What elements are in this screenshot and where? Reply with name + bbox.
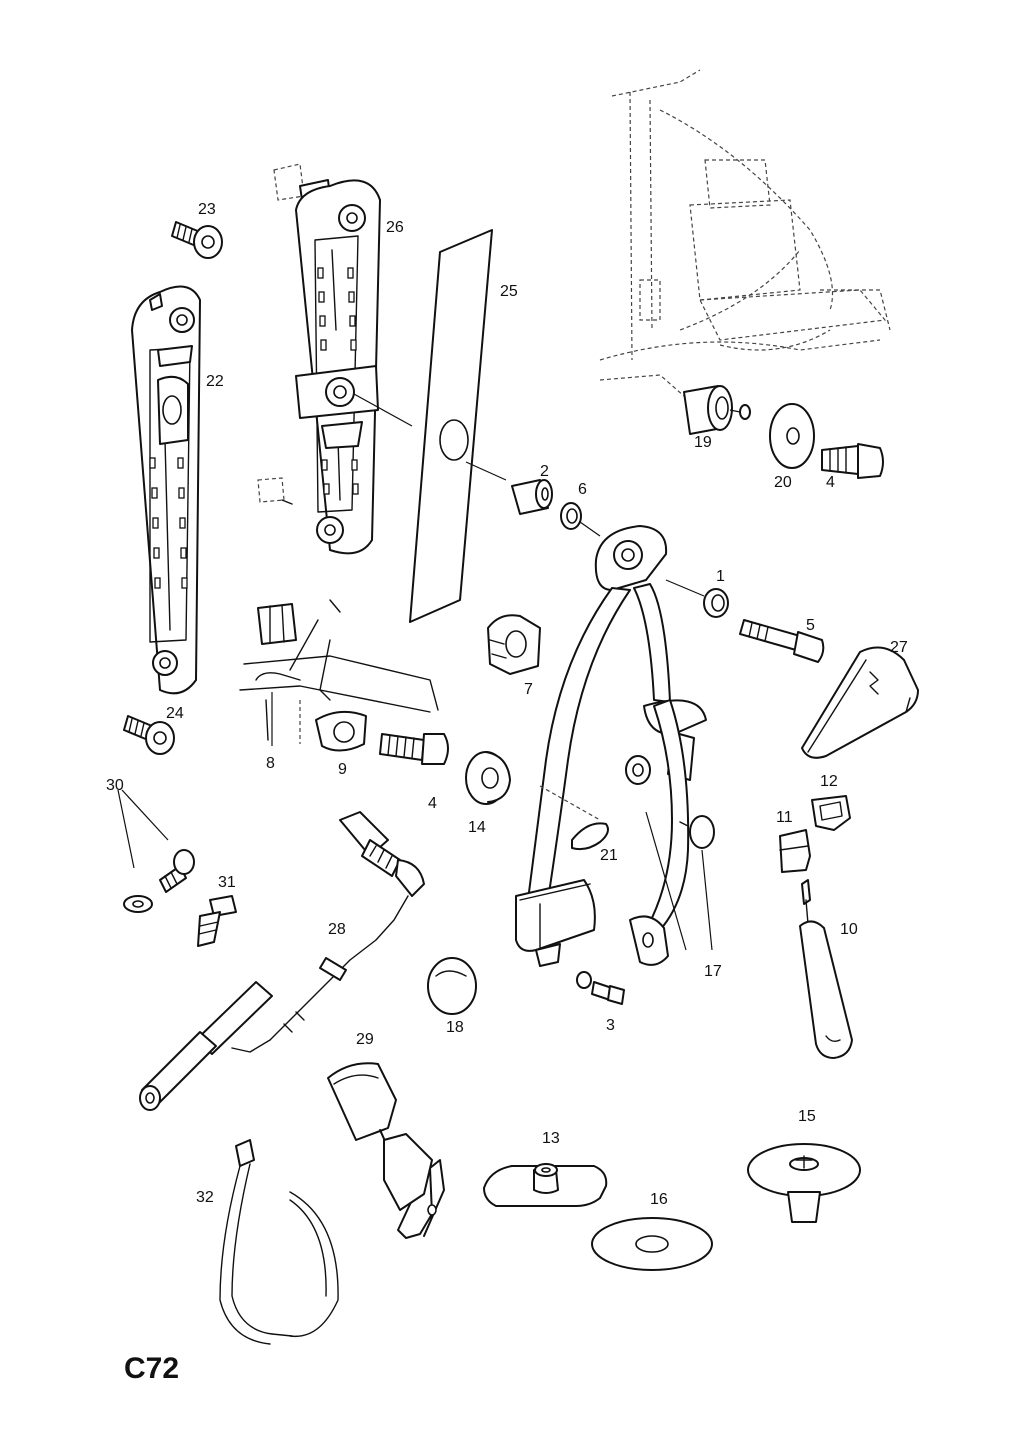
label-17: 17 <box>704 963 722 980</box>
label-5: 5 <box>806 617 815 634</box>
label-16: 16 <box>650 1191 668 1208</box>
label-29: 29 <box>356 1031 374 1048</box>
part-30-screw-washer <box>117 789 195 913</box>
part-4-bolt-upper <box>821 443 884 479</box>
leader-lines <box>271 393 741 951</box>
rail-22-slots <box>149 457 188 589</box>
label-25: 25 <box>500 283 518 300</box>
label-21: 21 <box>600 847 618 864</box>
label-20: 20 <box>774 474 792 491</box>
part-21-guide-handle <box>539 785 609 851</box>
label-6: 6 <box>578 481 587 498</box>
label-15: 15 <box>798 1108 816 1125</box>
car-interior-inset <box>599 69 891 411</box>
part-19-grommet <box>683 385 751 435</box>
label-23: 23 <box>198 201 216 218</box>
part-2-spacer <box>511 479 553 515</box>
part-13-weld-nut-plate <box>483 1163 608 1207</box>
part-22-rail-left <box>131 285 201 695</box>
label-11: 11 <box>776 809 793 826</box>
label-27: 27 <box>890 639 908 656</box>
label-19: 19 <box>694 434 712 451</box>
part-15-push-clip <box>747 1143 861 1223</box>
part-11-clip <box>779 829 811 873</box>
label-28: 28 <box>328 921 346 938</box>
label-1: 1 <box>716 568 725 585</box>
label-4-lower: 4 <box>428 795 437 812</box>
part-17-clips <box>625 755 715 849</box>
label-12: 12 <box>820 773 838 790</box>
label-31: 31 <box>218 874 236 891</box>
part-number-labels: 1 2 3 4 4 5 6 7 8 9 10 11 12 13 14 15 16… <box>106 201 908 1208</box>
part-32-cable-tie <box>219 1139 339 1345</box>
part-8-body-bracket <box>239 599 439 744</box>
label-14: 14 <box>468 819 486 836</box>
part-14-clip <box>465 751 511 805</box>
label-32: 32 <box>196 1189 214 1206</box>
part-18-cap <box>427 957 477 1015</box>
label-4-upper: 4 <box>826 474 835 491</box>
label-22: 22 <box>206 373 224 390</box>
part-1-washer <box>703 588 729 618</box>
page-code: C72 <box>124 1352 179 1385</box>
rail-26-slots <box>317 267 359 495</box>
label-13: 13 <box>542 1130 560 1147</box>
part-5-shoulder-bolt <box>739 619 825 663</box>
label-26: 26 <box>386 219 404 236</box>
part-31-plug <box>197 895 237 947</box>
label-3: 3 <box>606 1017 615 1034</box>
part-9-washer <box>315 710 367 752</box>
part-24-screw <box>123 715 175 755</box>
label-9: 9 <box>338 761 347 778</box>
label-10: 10 <box>840 921 858 938</box>
part-10-buckle-stalk <box>799 879 853 1059</box>
label-7: 7 <box>524 681 533 698</box>
part-29-buckle <box>327 1062 445 1239</box>
part-16-flat-washer <box>591 1217 713 1271</box>
part-27-anchor-cover <box>801 646 919 759</box>
part-12-clip <box>811 795 851 831</box>
part-28-sensor-cable <box>139 811 425 1111</box>
part-4-bolt-lower <box>379 733 449 765</box>
label-2: 2 <box>540 463 549 480</box>
belt-retractor-assembly <box>515 525 707 967</box>
part-26-height-adjuster <box>257 163 381 555</box>
part-20-washer <box>769 403 815 469</box>
part-3-bolt-washer <box>576 971 625 1005</box>
label-24: 24 <box>166 705 184 722</box>
label-18: 18 <box>446 1019 464 1036</box>
part-7-spacer-block <box>487 614 541 675</box>
part-25-trim-pad <box>409 229 493 623</box>
part-23-screw <box>171 221 223 259</box>
label-30: 30 <box>106 777 124 794</box>
label-8: 8 <box>266 755 275 772</box>
part-6-ring <box>560 502 582 530</box>
